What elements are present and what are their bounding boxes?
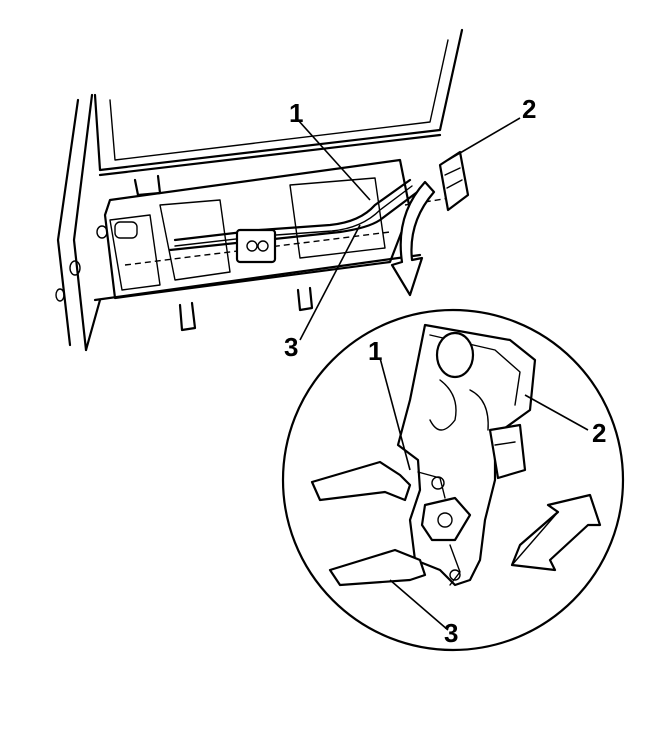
callout-1-overview: 1 <box>289 98 303 128</box>
latch-rods-overview <box>168 178 422 252</box>
detail-circle <box>281 308 625 652</box>
callout-1-detail: 1 <box>368 336 382 366</box>
lower-rod-detail <box>328 548 427 587</box>
latch-overview <box>438 150 470 212</box>
upper-rod-detail <box>310 460 412 502</box>
latch-assembly-detail <box>396 323 537 587</box>
liftgate-panel <box>55 28 464 352</box>
callout-3-overview: 3 <box>284 332 298 362</box>
callout-3-detail: 3 <box>444 618 458 648</box>
direction-arrow-detail <box>510 493 602 572</box>
detail-view-arrow <box>390 180 436 297</box>
callout-leaders <box>297 117 589 631</box>
callout-2-detail: 2 <box>592 418 606 448</box>
callout-2-overview: 2 <box>522 94 536 124</box>
connector-overview <box>235 228 277 264</box>
